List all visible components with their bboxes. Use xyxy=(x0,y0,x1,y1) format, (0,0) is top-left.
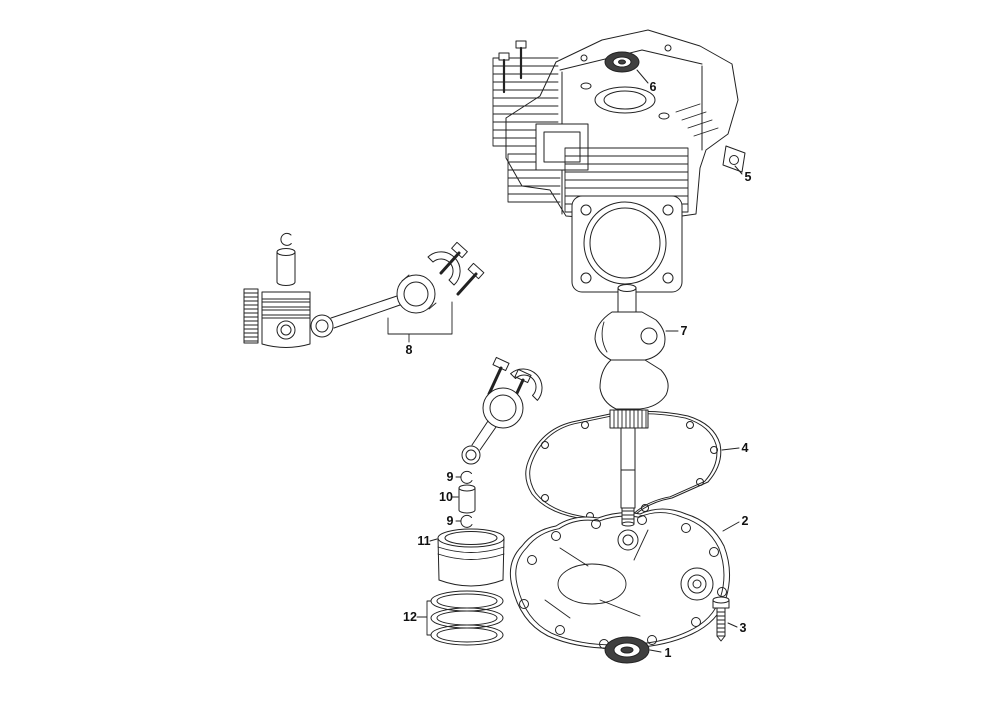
sump-opening xyxy=(557,563,627,605)
callout-9b: 9 xyxy=(447,514,454,528)
leader-5 xyxy=(734,165,743,175)
leader-4 xyxy=(721,447,740,451)
callout-11: 11 xyxy=(417,534,430,548)
cooling-fins-lower xyxy=(507,153,561,203)
callout-8: 8 xyxy=(406,343,413,357)
piston-assembly-lower xyxy=(416,470,505,646)
leader-2 xyxy=(722,521,740,532)
callout-6: 6 xyxy=(650,80,657,94)
drawing: 6 5 7 8 4 2 9 10 9 11 12 3 1 xyxy=(243,29,752,664)
ring-section-stack xyxy=(243,288,259,344)
callout-12: 12 xyxy=(403,610,417,624)
crank-pin xyxy=(640,327,658,345)
valve-chamber xyxy=(535,123,589,171)
cylinder-studs xyxy=(498,40,527,94)
leader-11 xyxy=(429,538,438,542)
sump-ribs xyxy=(544,529,649,619)
callout-7: 7 xyxy=(681,324,688,338)
wrist-pin-upper xyxy=(276,248,296,286)
oil-seal-bottom-center xyxy=(620,646,634,654)
connecting-rod-lower xyxy=(461,356,543,465)
connecting-rod xyxy=(310,274,437,338)
deck-vents xyxy=(675,103,719,137)
callout-2: 2 xyxy=(742,514,749,528)
piston-side-view xyxy=(261,291,311,348)
block-outline xyxy=(505,29,739,223)
cooling-fins-upper xyxy=(492,57,559,147)
mounting-ear xyxy=(722,145,746,173)
oil-seal-bottom xyxy=(604,636,650,664)
callout-12-bracket xyxy=(416,600,432,636)
leader-6 xyxy=(636,69,649,84)
circlip-upper-row xyxy=(280,232,292,246)
piston-connecting-rod-assembly xyxy=(243,232,485,348)
cylinder-bore-top xyxy=(594,86,656,114)
leader-3 xyxy=(727,622,738,628)
rod-bolts xyxy=(439,241,485,296)
callout-4: 4 xyxy=(742,441,749,455)
piston-pin xyxy=(458,484,476,514)
flange-bolt xyxy=(712,596,730,642)
cylinder-bore xyxy=(583,201,667,285)
circlip-upper xyxy=(460,470,473,484)
crankshaft xyxy=(594,284,669,527)
crankcase-sump xyxy=(509,508,731,649)
rod-cap-lower xyxy=(510,368,543,401)
leader-lines xyxy=(429,69,743,653)
oil-seal-top xyxy=(604,51,640,73)
callout-8-bracket xyxy=(387,301,453,343)
counterweight-lower xyxy=(599,359,669,410)
callout-labels: 6 5 7 8 4 2 9 10 9 11 12 3 1 xyxy=(403,80,751,660)
callout-3: 3 xyxy=(740,621,747,635)
callout-9a: 9 xyxy=(447,470,454,484)
callout-1: 1 xyxy=(665,646,672,660)
circlip-lower xyxy=(460,514,473,528)
piston xyxy=(437,528,505,587)
callout-5: 5 xyxy=(745,170,752,184)
timing-gear xyxy=(609,409,649,429)
crank-boss xyxy=(617,529,639,551)
piston-rings xyxy=(430,590,504,646)
oil-seal-top-center xyxy=(618,59,626,65)
bearing-boss xyxy=(680,567,714,601)
crank-shaft-lower xyxy=(620,427,636,509)
sump-bolt-bosses xyxy=(519,515,727,649)
cylinder-block-assembly xyxy=(492,29,746,293)
callout-10: 10 xyxy=(439,490,453,504)
leader-1 xyxy=(649,649,662,653)
